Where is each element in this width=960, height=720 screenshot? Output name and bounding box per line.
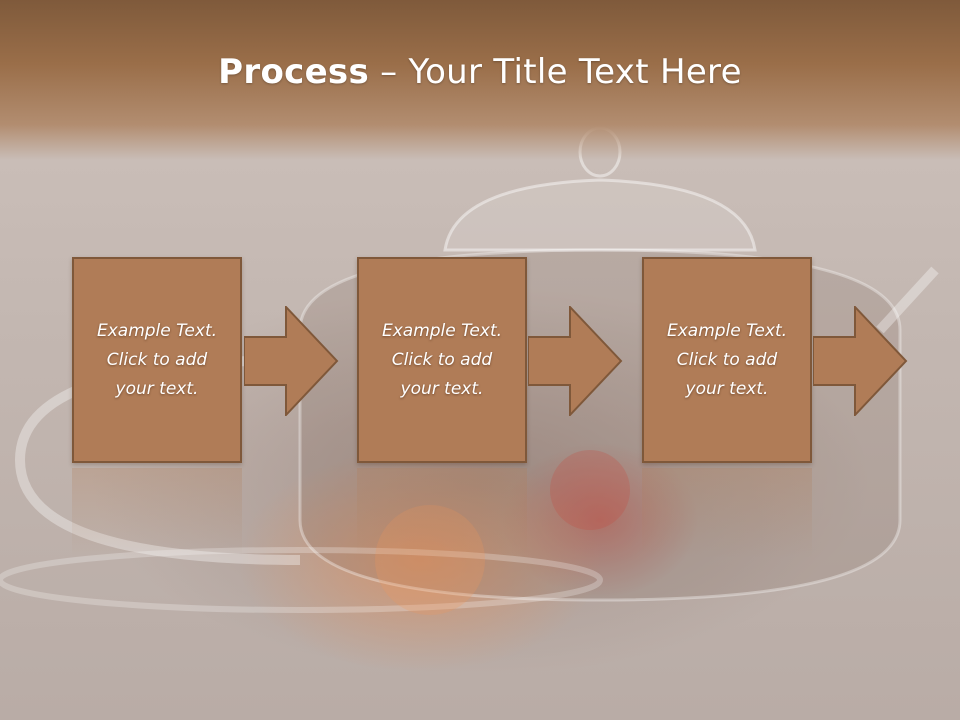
- arrow-right-icon: [528, 306, 623, 416]
- step-1-reflection: [72, 468, 242, 558]
- slide-title[interactable]: Process – Your Title Text Here: [0, 52, 960, 92]
- step-3-line-3: your text.: [685, 378, 769, 399]
- title-bold: Process: [218, 52, 370, 92]
- title-band: [0, 0, 960, 160]
- process-step-3[interactable]: Example Text. Click to add your text.: [642, 257, 812, 463]
- step-2-reflection: [357, 468, 527, 558]
- step-2-line-2: Click to add: [391, 349, 493, 370]
- step-1-line-2: Click to add: [106, 349, 208, 370]
- step-3-reflection: [642, 468, 812, 558]
- arrow-right-icon: [244, 306, 339, 416]
- step-2-text: Example Text. Click to add your text.: [367, 317, 517, 404]
- step-3-text: Example Text. Click to add your text.: [652, 317, 802, 404]
- step-1-line-3: your text.: [115, 378, 199, 399]
- step-2-line-1: Example Text.: [381, 320, 503, 341]
- step-3-line-2: Click to add: [676, 349, 778, 370]
- step-1-line-1: Example Text.: [96, 320, 218, 341]
- step-3-line-1: Example Text.: [666, 320, 788, 341]
- step-2-line-3: your text.: [400, 378, 484, 399]
- step-1-text: Example Text. Click to add your text.: [82, 317, 232, 404]
- process-step-2[interactable]: Example Text. Click to add your text.: [357, 257, 527, 463]
- arrow-right-icon: [813, 306, 908, 416]
- title-rest: – Your Title Text Here: [369, 52, 742, 92]
- process-step-1[interactable]: Example Text. Click to add your text.: [72, 257, 242, 463]
